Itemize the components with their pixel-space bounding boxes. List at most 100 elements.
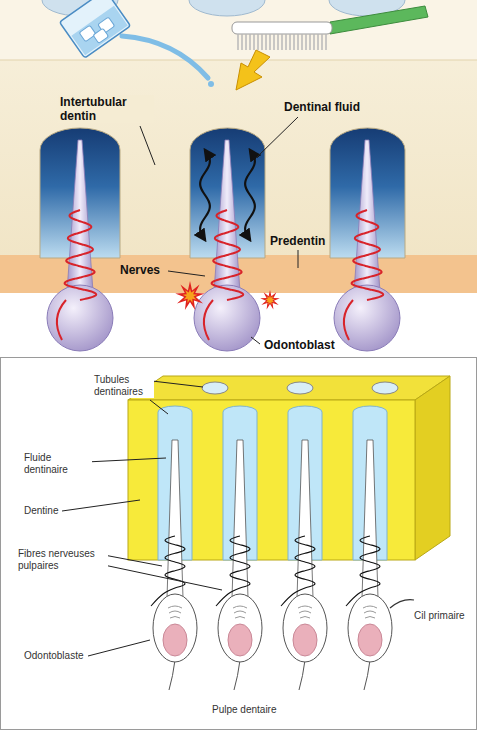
odontoblast-cell	[153, 594, 197, 662]
leader-line	[150, 400, 168, 414]
odontoblast-cell	[358, 624, 382, 656]
fluid-movement-arrow	[245, 150, 255, 240]
nerve-fiber	[57, 300, 66, 340]
toothbrush	[257, 34, 259, 50]
part-label: Odontoblaste	[22, 650, 86, 662]
leader-line	[168, 271, 205, 276]
nerve-fiber	[65, 210, 97, 300]
part-label: Pulpe dentaire	[210, 704, 279, 716]
leader-line	[86, 458, 166, 462]
pain-signal-star	[175, 281, 280, 310]
toothbrush	[273, 34, 275, 50]
odontoblast-cell	[293, 624, 317, 656]
leader-line	[251, 337, 260, 344]
cold-drink-glass	[59, 0, 130, 58]
toothbrush	[293, 34, 295, 50]
leader-line	[298, 250, 299, 268]
odontoblast-process	[297, 440, 313, 598]
odontoblast-cell	[299, 660, 305, 690]
nerve-fiber	[57, 300, 353, 340]
part-label: Dentinal fluid	[282, 100, 362, 114]
toothbrush	[309, 34, 311, 50]
tubule-opening	[372, 382, 398, 394]
toothbrush	[297, 34, 299, 50]
leader-line	[88, 640, 150, 656]
cold-drink-glass	[59, 0, 214, 87]
leader-line	[152, 381, 203, 387]
toothbrush	[238, 34, 326, 50]
odontoblast-cell	[283, 594, 327, 662]
dentin-block	[128, 376, 450, 400]
pain-signal-star	[260, 290, 280, 309]
toothbrush	[261, 34, 263, 50]
dentin-block	[415, 376, 450, 560]
toothbrush	[232, 22, 332, 34]
toothbrush	[321, 34, 323, 50]
odontoblast-process	[167, 440, 183, 598]
toothbrush	[325, 34, 327, 50]
pain-signal-star	[265, 295, 275, 305]
toothbrush	[285, 34, 287, 50]
toothbrush	[330, 6, 428, 34]
tubule-opening	[287, 382, 313, 394]
odontoblast-process	[167, 440, 378, 598]
odontoblast-cell	[47, 285, 400, 351]
leader-line	[104, 555, 162, 566]
dentinal-tubule	[158, 406, 387, 560]
odontoblast-cell	[153, 594, 392, 690]
toothbrush	[301, 34, 303, 50]
pain-signal-star	[183, 289, 198, 304]
odontoblast-cell	[363, 606, 377, 618]
toothbrush	[289, 34, 291, 50]
tubule-opening	[202, 382, 228, 394]
part-label: Dentine	[22, 505, 60, 517]
toothbrush	[305, 34, 307, 50]
odontoblast-process	[66, 140, 381, 305]
toothbrush	[253, 34, 255, 50]
primary-cilium	[390, 600, 414, 608]
odontoblast-cell	[163, 624, 187, 656]
leader-line	[62, 500, 140, 511]
odontoblast-cell	[218, 594, 262, 662]
odontoblast-cell	[194, 285, 260, 351]
toothbrush	[317, 34, 319, 50]
part-label: Fibres nerveuses pulpaires	[16, 548, 108, 572]
pain-signal-star	[175, 281, 205, 310]
part-label: Predentin	[268, 234, 327, 248]
toothbrush	[245, 34, 247, 50]
cold-drink-glass	[122, 36, 208, 78]
leader-line	[62, 117, 298, 656]
part-label: Intertubular dentin	[58, 95, 154, 123]
cold-drink-glass	[79, 25, 96, 41]
toothbrush	[277, 34, 279, 50]
odontoblast-cell	[234, 660, 240, 690]
intertubular-dentin	[0, 60, 477, 61]
odontoblast-cell	[47, 285, 113, 351]
nerve-fiber	[65, 210, 384, 300]
cold-drink-glass	[71, 6, 127, 55]
part-label: Cil primaire	[412, 610, 467, 622]
illustration	[40, 128, 414, 690]
leader-line	[140, 126, 155, 165]
odontoblast-cell	[233, 606, 247, 618]
leader-line	[256, 117, 298, 158]
odontoblast-cell	[228, 624, 252, 656]
cold-drink-glass	[59, 0, 130, 58]
nerve-fiber	[352, 210, 384, 300]
part-label: Fluide dentinaire	[22, 452, 92, 476]
odontoblast-cell	[364, 660, 370, 690]
tubule-opening	[189, 0, 265, 16]
part-label: Odontoblast	[262, 338, 337, 352]
nerve-fiber	[204, 300, 213, 340]
panel-frame	[1, 358, 477, 730]
nerve-fiber	[151, 536, 380, 606]
odontoblast-cell	[334, 285, 400, 351]
toothbrush	[241, 34, 243, 50]
toothbrush	[232, 6, 428, 50]
toothbrush	[281, 34, 283, 50]
odontoblast-cell	[169, 660, 175, 690]
nerve-fiber	[212, 210, 244, 300]
odontoblast-cell	[298, 606, 312, 618]
toothbrush	[269, 34, 271, 50]
